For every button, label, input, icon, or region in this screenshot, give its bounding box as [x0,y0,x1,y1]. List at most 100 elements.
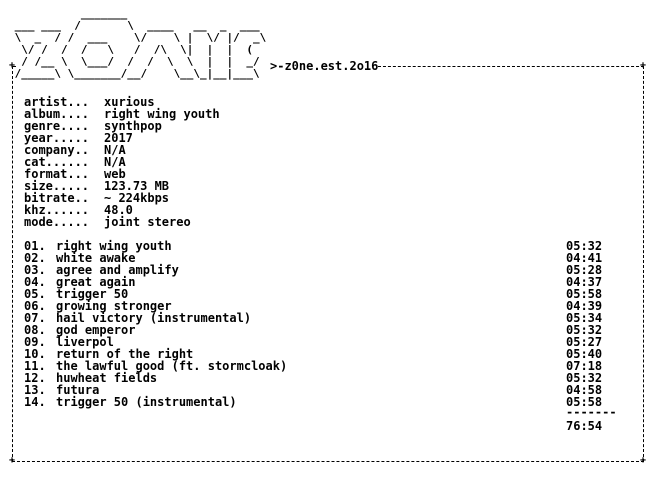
info-key: year..... [24,131,90,145]
track-title: growing stronger [56,299,172,313]
track-row: 05. trigger 50 05:58 [24,288,624,300]
info-row: bitrate.. ~ 224kbps [24,192,220,204]
nfo-frame [12,66,644,462]
info-key: size..... [24,179,90,193]
track-row: 11. the lawful good (ft. stormcloak) 07:18 [24,360,624,372]
info-value: right wing youth [104,107,220,121]
track-number: 07. [24,311,46,325]
track-row: 12. huwheat fields 05:32 [24,372,624,384]
track-number: 08. [24,323,46,337]
track-title: return of the right [56,347,194,361]
info-value: synthpop [104,119,162,133]
track-row: 01. right wing youth 05:32 [24,240,624,252]
frame-top-left-border [12,66,16,67]
z0ne-logo-art: _______ ___ ___ / \ ____ __ _ ___ \ _ / … [14,7,267,80]
track-title: agree and amplify [56,263,179,277]
info-key: album.... [24,107,90,121]
info-row: year..... 2017 [24,132,220,144]
info-value: web [104,167,126,181]
track-number: 06. [24,299,46,313]
info-value: ~ 224kbps [104,191,170,205]
track-number: 12. [24,371,46,385]
track-row: 08. god emperor 05:32 [24,324,624,336]
info-key: cat...... [24,155,90,169]
track-duration: 05:32 [566,239,603,253]
frame-corner-bottom-right: + [640,455,647,466]
group-tag-text: z0ne.est.2o16 [284,59,379,73]
group-tag-prefix: >- [270,59,285,73]
track-number: 11. [24,359,46,373]
track-row: 09. liverpol 05:27 [24,336,624,348]
info-value: 123.73 MB [104,179,170,193]
info-row: format... web [24,168,220,180]
track-title: great again [56,275,136,289]
track-number: 09. [24,335,46,349]
info-key: genre.... [24,119,90,133]
track-number: 03. [24,263,46,277]
info-row: cat...... N/A [24,156,220,168]
tracklist: 01. right wing youth 05:32 02. white awake 04… [24,240,624,408]
info-value: joint stereo [104,215,191,229]
total-separator: ------- [566,405,617,419]
track-duration: 05:34 [566,311,603,325]
frame-top-right-border [378,66,644,67]
track-number: 02. [24,251,46,265]
track-duration: 05:28 [566,263,603,277]
frame-corner-bottom-left: + [9,455,16,466]
track-number: 04. [24,275,46,289]
info-row: genre.... synthpop [24,120,220,132]
track-duration: 04:37 [566,275,603,289]
track-duration: 05:40 [566,347,603,361]
track-row: 02. white awake 04:41 [24,252,624,264]
info-row: size..... 123.73 MB [24,180,220,192]
track-duration: 04:58 [566,383,603,397]
info-row: khz...... 48.0 [24,204,220,216]
track-duration: 05:32 [566,371,603,385]
track-title: futura [56,383,100,397]
info-row: mode..... joint stereo [24,216,220,228]
track-title: hail victory (instrumental) [56,311,252,325]
track-duration: 05:27 [566,335,603,349]
info-value: 48.0 [104,203,133,217]
info-key: format... [24,167,90,181]
track-title: the lawful good (ft. stormcloak) [56,359,288,373]
info-key: khz...... [24,203,90,217]
track-duration: 07:18 [566,359,603,373]
track-title: huwheat fields [56,371,158,385]
info-value: 2017 [104,131,133,145]
info-value: xurious [104,95,155,109]
info-key: bitrate.. [24,191,90,205]
info-value: N/A [104,143,126,157]
track-row: 07. hail victory (instrumental) 05:34 [24,312,624,324]
track-title: god emperor [56,323,136,337]
track-number: 05. [24,287,46,301]
group-tag: >-z0ne.est.2o16 [270,60,378,72]
track-number: 13. [24,383,46,397]
track-duration: 05:32 [566,323,603,337]
track-row: 06. growing stronger 04:39 [24,300,624,312]
track-row: 14. trigger 50 (instrumental) 05:58 [24,396,624,408]
info-row: company.. N/A [24,144,220,156]
track-title: trigger 50 (instrumental) [56,395,237,409]
info-key: artist... [24,95,90,109]
track-title: liverpol [56,335,114,349]
info-value: N/A [104,155,126,169]
release-info: artist... xurious album.... right wing yout… [24,96,220,228]
track-title: right wing youth [56,239,172,253]
track-title: trigger 50 [56,287,129,301]
track-row: 04. great again 04:37 [24,276,624,288]
track-number: 14. [24,395,46,409]
track-duration: 05:58 [566,287,603,301]
track-duration: 04:39 [566,299,603,313]
info-key: company.. [24,143,90,157]
track-row: 03. agree and amplify 05:28 [24,264,624,276]
info-key: mode..... [24,215,90,229]
track-duration: 05:58 [566,395,603,409]
info-row: album.... right wing youth [24,108,220,120]
track-number: 01. [24,239,46,253]
frame-corner-top-right: + [640,60,647,71]
track-duration: 04:41 [566,251,603,265]
total-duration: 76:54 [566,419,603,433]
track-title: white awake [56,251,136,265]
